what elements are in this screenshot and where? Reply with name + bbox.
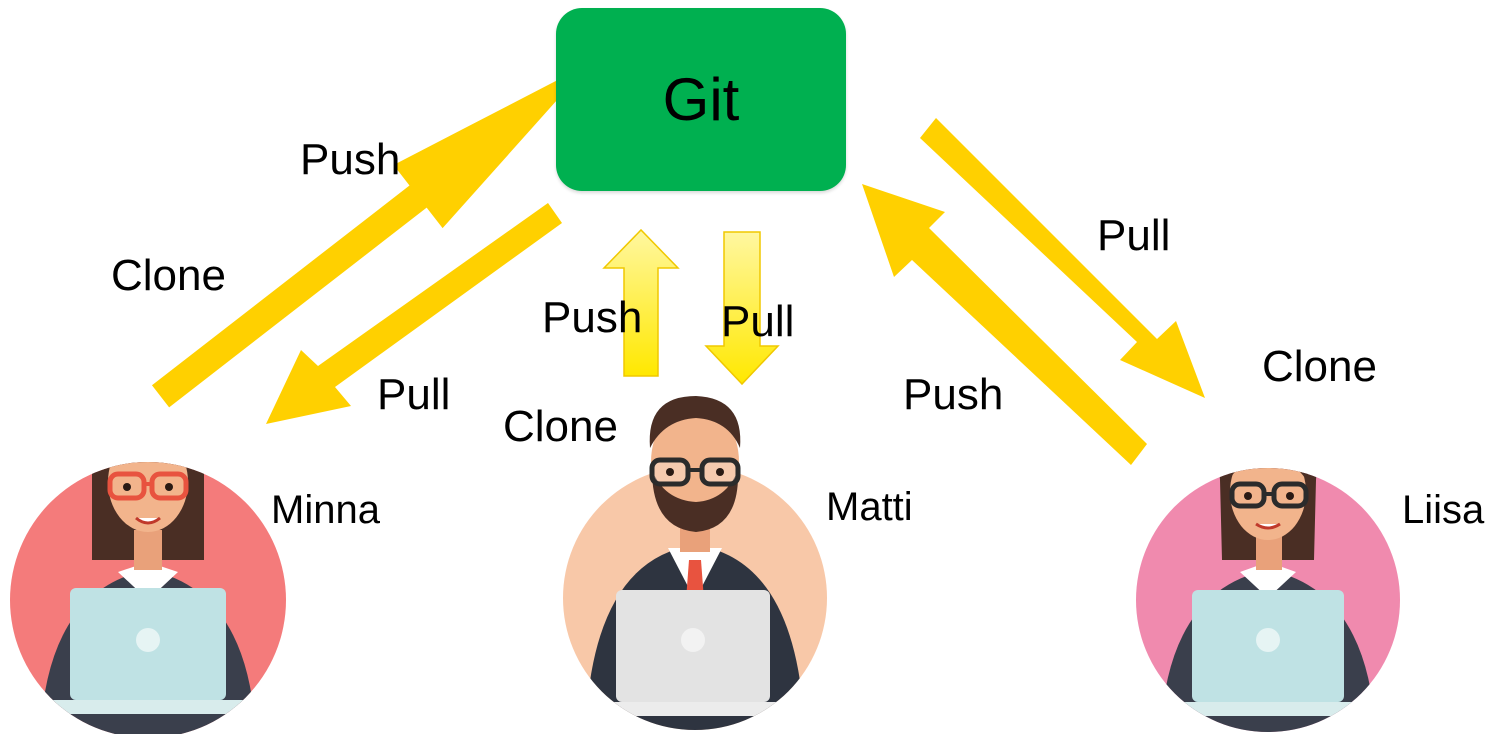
- minna-avatar: [10, 462, 286, 734]
- git-server-label: Git: [662, 66, 740, 133]
- matti-avatar: [563, 396, 827, 730]
- liisa-pull-arrow: [920, 118, 1205, 398]
- minna-push-arrow: [151, 63, 590, 408]
- user-name-liisa: Liisa: [1402, 488, 1485, 532]
- minna-push-label: Push: [300, 135, 401, 184]
- liisa-avatar: [1136, 468, 1400, 732]
- user-name-matti: Matti: [826, 485, 913, 529]
- liisa-pull-label: Pull: [1097, 211, 1171, 260]
- git-server-box: Git: [556, 8, 846, 191]
- matti-push-arrow: [602, 228, 680, 377]
- matti-push-label: Push: [542, 293, 643, 342]
- user-name-minna: Minna: [271, 488, 380, 532]
- liisa-push-label: Push: [903, 370, 1004, 419]
- liisa-clone-label: Clone: [1262, 342, 1377, 391]
- minna-pull-label: Pull: [377, 370, 451, 419]
- matti-pull-arrow: [704, 231, 780, 386]
- minna-clone-label: Clone: [111, 251, 226, 300]
- matti-clone-label: Clone: [503, 402, 618, 451]
- matti-pull-label: Pull: [721, 297, 795, 346]
- liisa-push-arrow: [862, 184, 1147, 465]
- minna-pull-arrow: [266, 203, 562, 424]
